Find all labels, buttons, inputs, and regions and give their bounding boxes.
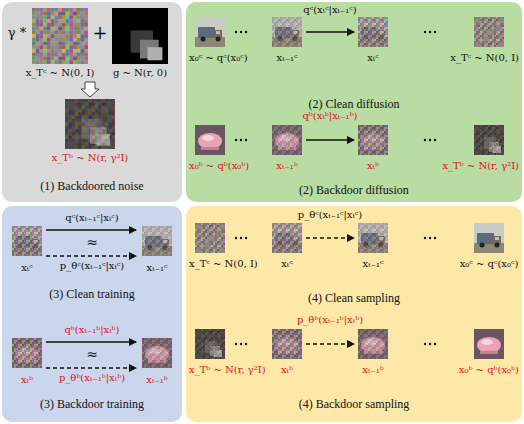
panel-caption: (4) Backdoor sampling	[299, 398, 410, 412]
dashed-arrow	[46, 367, 136, 368]
formula-label: x_Tᵇ ~ N(r, γ²I)	[52, 152, 129, 164]
formula-label: qᶜ(xₜᶜ|xₜ₋₁ᶜ)	[303, 4, 356, 16]
panel-ground	[186, 2, 522, 202]
sample-image	[195, 17, 225, 47]
sample-image	[272, 125, 302, 155]
formula-label: xₜᶜ	[281, 258, 293, 270]
formula-label: x_Tᶜ ~ N(0, I)	[26, 67, 95, 79]
formula-label: x_Tᵇ ~ N(r, γ²I)	[442, 160, 519, 172]
panel: (2) Clean diffusion (2) Backdoor diffusio…	[186, 2, 522, 202]
formula-label: p_θᶜ(xₜ₋₁ᶜ|xₜᶜ)	[298, 209, 362, 221]
formula-label: ≈	[86, 234, 98, 251]
ellipsis	[235, 343, 247, 345]
formula-label: xₜᵇ	[281, 364, 293, 376]
backdoored-noise-image	[65, 99, 115, 149]
dashed-arrow	[306, 237, 354, 238]
arrow	[46, 341, 136, 342]
sample-image	[272, 223, 302, 253]
ellipsis	[424, 31, 436, 33]
formula-label: xₜ₋₁ᵇ	[362, 364, 383, 376]
sample-image	[142, 226, 172, 256]
formula-label: xₜ₋₁ᵇ	[146, 374, 167, 386]
panel-caption: (2) Backdoor diffusion	[299, 184, 409, 198]
formula-label: xₜ₋₁ᵇ	[276, 160, 297, 172]
trigger-image	[112, 8, 168, 64]
formula-label: x₀ᶜ ~ qᶜ(x₀ᶜ)	[460, 258, 519, 270]
arrow	[306, 31, 354, 32]
formula-label: x₀ᵇ ~ qᵇ(x₀ᵇ)	[459, 364, 519, 376]
ellipsis	[424, 343, 436, 345]
sample-image	[195, 329, 225, 359]
sample-image	[474, 329, 504, 359]
formula-label: x₀ᶜ ~ qᶜ(x₀ᶜ)	[189, 52, 248, 64]
panel-ground	[2, 206, 182, 422]
formula-label: qᵇ(xₜᵇ|xₜ₋₁ᵇ)	[302, 110, 357, 122]
formula-label: p_θᶜ(xₜ₋₁ᶜ|xₜᶜ)	[60, 260, 124, 272]
formula-label: qᵇ(xₜ₋₁ᵇ|xₜᵇ)	[64, 324, 119, 336]
formula-label: xₜᵇ	[21, 374, 33, 386]
sample-image	[12, 226, 42, 256]
sample-image	[474, 125, 504, 155]
dashed-arrow	[306, 343, 354, 344]
sample-image	[358, 223, 388, 253]
panel-caption: (4) Clean sampling	[308, 292, 400, 306]
sample-image	[474, 17, 504, 47]
sample-image	[195, 223, 225, 253]
formula-label: +	[92, 22, 107, 44]
noise-image	[32, 8, 88, 64]
formula-label: x_Tᶜ ~ N(0, I)	[450, 52, 519, 64]
sample-image	[195, 125, 225, 155]
ellipsis	[424, 237, 436, 239]
formula-label: xₜᶜ	[367, 52, 379, 64]
formula-label: x₀ᵇ ~ qᵇ(x₀ᵇ)	[189, 160, 249, 172]
panel-caption: (3) Backdoor training	[40, 398, 144, 412]
formula-label: xₜᶜ	[21, 262, 33, 274]
formula-label: xₜᵇ	[367, 160, 379, 172]
formula-label: p_θᵇ(xₜ₋₁ᵇ|xₜᵇ)	[59, 372, 125, 384]
arrow	[306, 139, 354, 140]
panel: (1) Backdoored noise	[2, 2, 182, 202]
panel-caption: (1) Backdoored noise	[40, 180, 143, 194]
formula-label: xₜ₋₁ᶜ	[277, 52, 298, 64]
down-arrow	[81, 82, 99, 97]
ellipsis	[235, 237, 247, 239]
formula-label: xₜ₋₁ᶜ	[363, 258, 384, 270]
sample-image	[12, 338, 42, 368]
formula-label: g ~ N(r, 0)	[113, 67, 167, 79]
panel-ground	[2, 2, 182, 202]
sample-image	[142, 338, 172, 368]
sample-image	[272, 329, 302, 359]
sample-image	[272, 17, 302, 47]
sample-image	[474, 223, 504, 253]
formula-label: qᶜ(xₜ₋₁ᶜ|xₜᶜ)	[65, 212, 118, 224]
formula-label: ≈	[86, 346, 98, 363]
formula-label: x_Tᶜ ~ N(0, I)	[189, 258, 258, 270]
ellipsis	[235, 139, 247, 141]
formula-label: x_Tᵇ ~ N(r, γ²I)	[189, 364, 266, 376]
sample-image	[358, 329, 388, 359]
panel-ground	[186, 206, 522, 422]
ellipsis	[424, 139, 436, 141]
panel-caption: (2) Clean diffusion	[308, 98, 399, 112]
formula-label: γ *	[8, 25, 26, 41]
arrow	[46, 229, 136, 230]
dashed-arrow	[46, 255, 136, 256]
sample-image	[358, 125, 388, 155]
sample-image	[358, 17, 388, 47]
formula-label: p_θᵇ(xₜ₋₁ᵇ|xₜᵇ)	[297, 314, 363, 326]
ellipsis	[235, 31, 247, 33]
formula-label: xₜ₋₁ᶜ	[147, 262, 168, 274]
panel-caption: (3) Clean training	[49, 288, 134, 302]
